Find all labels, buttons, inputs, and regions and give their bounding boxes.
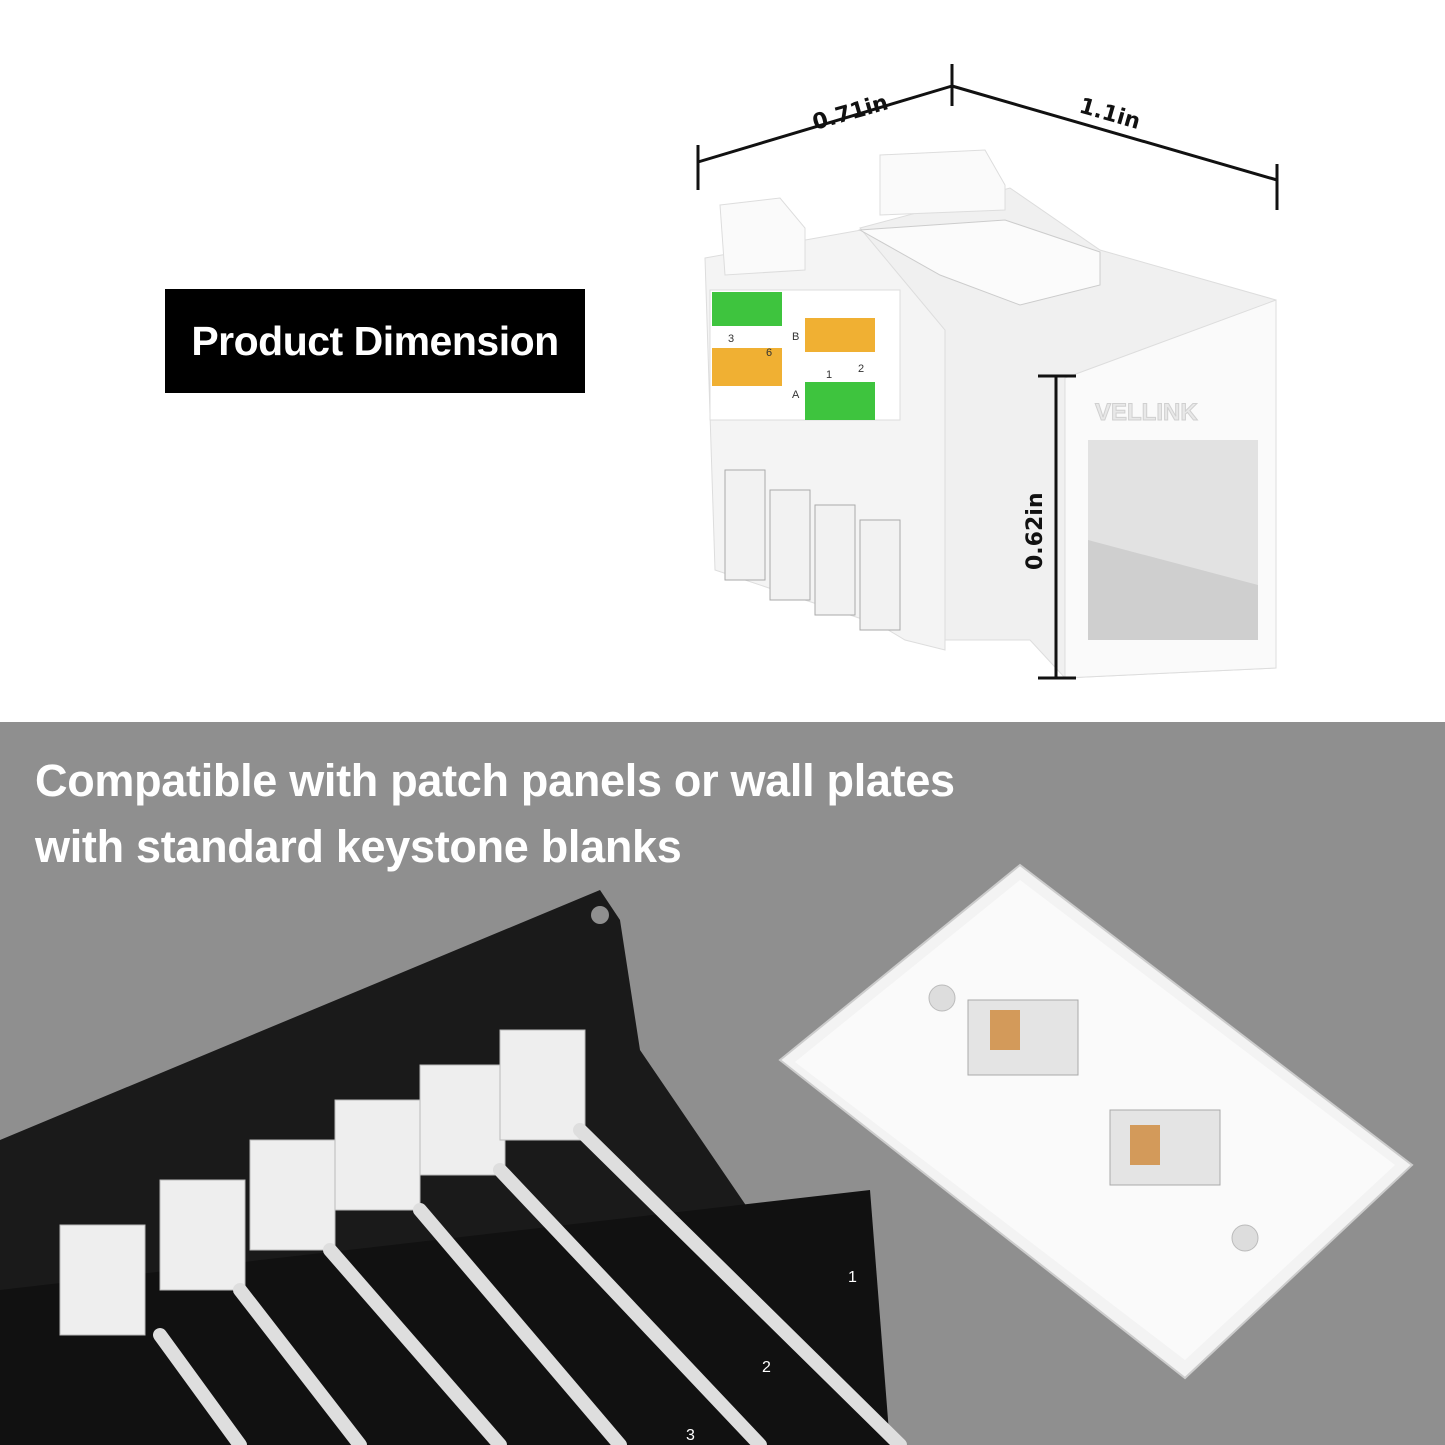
port-number: 3 — [686, 1427, 695, 1444]
patch-panel-illustration: 1 2 3 — [0, 890, 907, 1445]
port-number: 1 — [848, 1269, 857, 1286]
pin-label: 2 — [858, 363, 864, 375]
pin-label: 3 — [728, 333, 734, 345]
height-dimension: 0.62in — [1023, 493, 1048, 570]
brand-embossing: VELLINK — [1095, 399, 1198, 426]
wall-plate-illustration — [778, 863, 1414, 1380]
pin-label: 6 — [766, 347, 772, 359]
pin-label: A — [792, 389, 800, 401]
port-number: 2 — [762, 1359, 771, 1376]
length-dimension: 1.1in — [1076, 94, 1143, 135]
width-dimension: 0.71in — [810, 90, 891, 135]
headline-line-1: Compatible with patch panels or wall pla… — [35, 755, 955, 806]
headline-line-2: with standard keystone blanks — [35, 821, 682, 872]
keystone-jack-illustration: VELLINK 3 6 B 1 2 A — [704, 149, 1277, 679]
pin-label: B — [792, 331, 799, 343]
dimension-lines — [696, 64, 1279, 680]
compatibility-headline: Compatible with patch panels or wall pla… — [35, 748, 955, 880]
product-dimension-label: Product Dimension — [165, 289, 585, 393]
pin-label: 1 — [826, 369, 832, 381]
